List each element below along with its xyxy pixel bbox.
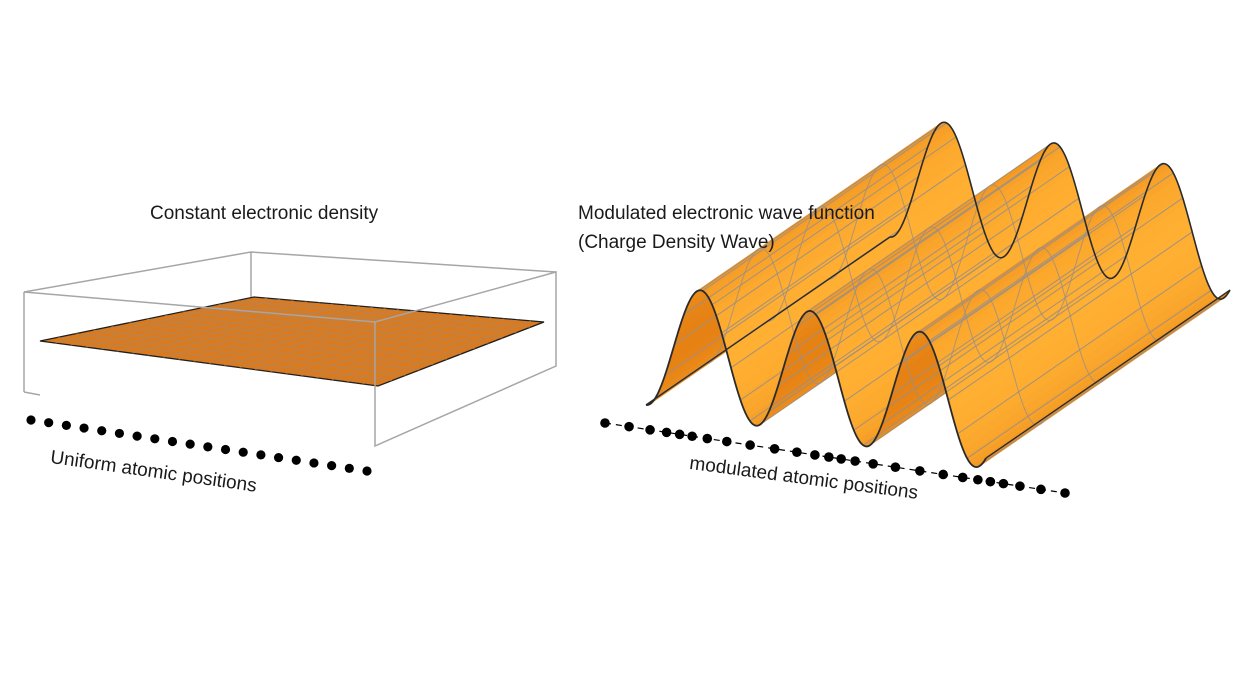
plane-grid-line xyxy=(182,311,489,344)
atom xyxy=(824,452,834,462)
atom xyxy=(985,476,996,487)
atom xyxy=(624,421,634,432)
atom xyxy=(362,466,372,476)
plane-grid-line xyxy=(146,318,462,355)
left-panel-title: Constant electronic density xyxy=(150,203,379,224)
atom xyxy=(661,427,672,438)
atom xyxy=(745,440,755,450)
atom xyxy=(890,462,901,472)
plane-grid-line xyxy=(93,329,420,371)
atom xyxy=(203,442,213,452)
wave-surface xyxy=(645,121,1231,469)
atom xyxy=(26,415,36,425)
atom xyxy=(600,418,610,428)
constant-density-plot xyxy=(23,251,557,476)
atom xyxy=(238,447,248,457)
atom xyxy=(850,456,860,466)
atom xyxy=(61,420,71,430)
atom xyxy=(97,426,107,436)
atom xyxy=(1036,484,1046,495)
atom xyxy=(291,455,301,465)
wave-side-edge xyxy=(985,289,1231,459)
uniform-atom-row xyxy=(26,415,372,476)
charge-density-wave-plot xyxy=(600,121,1231,498)
atom xyxy=(44,418,54,428)
bounding-box-front xyxy=(23,271,557,448)
atom xyxy=(687,431,697,442)
plane-grid-line xyxy=(111,325,434,366)
atom xyxy=(150,434,160,444)
atom xyxy=(702,433,713,444)
modulated-atom-row xyxy=(600,418,1070,498)
plane-grid-line xyxy=(218,303,517,334)
plane-grid-line xyxy=(164,314,475,350)
atom xyxy=(938,469,948,480)
bounding-box-back xyxy=(23,251,557,300)
atom xyxy=(309,458,319,468)
wave-grid-line xyxy=(767,205,1109,384)
atom xyxy=(973,474,983,485)
atom xyxy=(810,450,820,460)
right-panel-subtitle: (Charge Density Wave) xyxy=(578,232,775,253)
atom xyxy=(256,450,266,460)
plane-grid-line xyxy=(57,336,392,382)
atom xyxy=(220,444,231,455)
atom xyxy=(114,428,125,439)
wave-side-edge xyxy=(645,236,891,406)
right-panel-title: Modulated electronic wave function xyxy=(578,203,875,224)
atom xyxy=(674,429,685,440)
atom xyxy=(915,466,925,476)
plane-grid-line xyxy=(200,307,503,339)
atom xyxy=(722,436,732,447)
atom xyxy=(185,439,195,449)
atom xyxy=(957,472,968,483)
atom xyxy=(868,459,878,469)
wave-front-edge xyxy=(645,289,987,469)
atom xyxy=(836,454,846,464)
atom xyxy=(792,447,802,457)
plane-grid-line xyxy=(236,300,531,328)
atom xyxy=(132,431,142,441)
plane-grid-line xyxy=(75,333,406,376)
atom xyxy=(167,436,178,447)
atom xyxy=(344,463,354,473)
wave-back-edge xyxy=(889,121,1231,300)
wave-grid-line xyxy=(706,247,1048,426)
wave-grid-line xyxy=(828,163,1170,342)
plane-grid-line xyxy=(129,322,448,360)
atom xyxy=(998,478,1009,489)
atom xyxy=(1060,488,1070,498)
atom xyxy=(769,444,780,454)
atom xyxy=(327,461,337,471)
atom xyxy=(273,452,284,463)
atom xyxy=(1015,481,1025,491)
atom xyxy=(79,423,89,433)
atom xyxy=(645,425,655,435)
density-plane xyxy=(39,296,545,387)
